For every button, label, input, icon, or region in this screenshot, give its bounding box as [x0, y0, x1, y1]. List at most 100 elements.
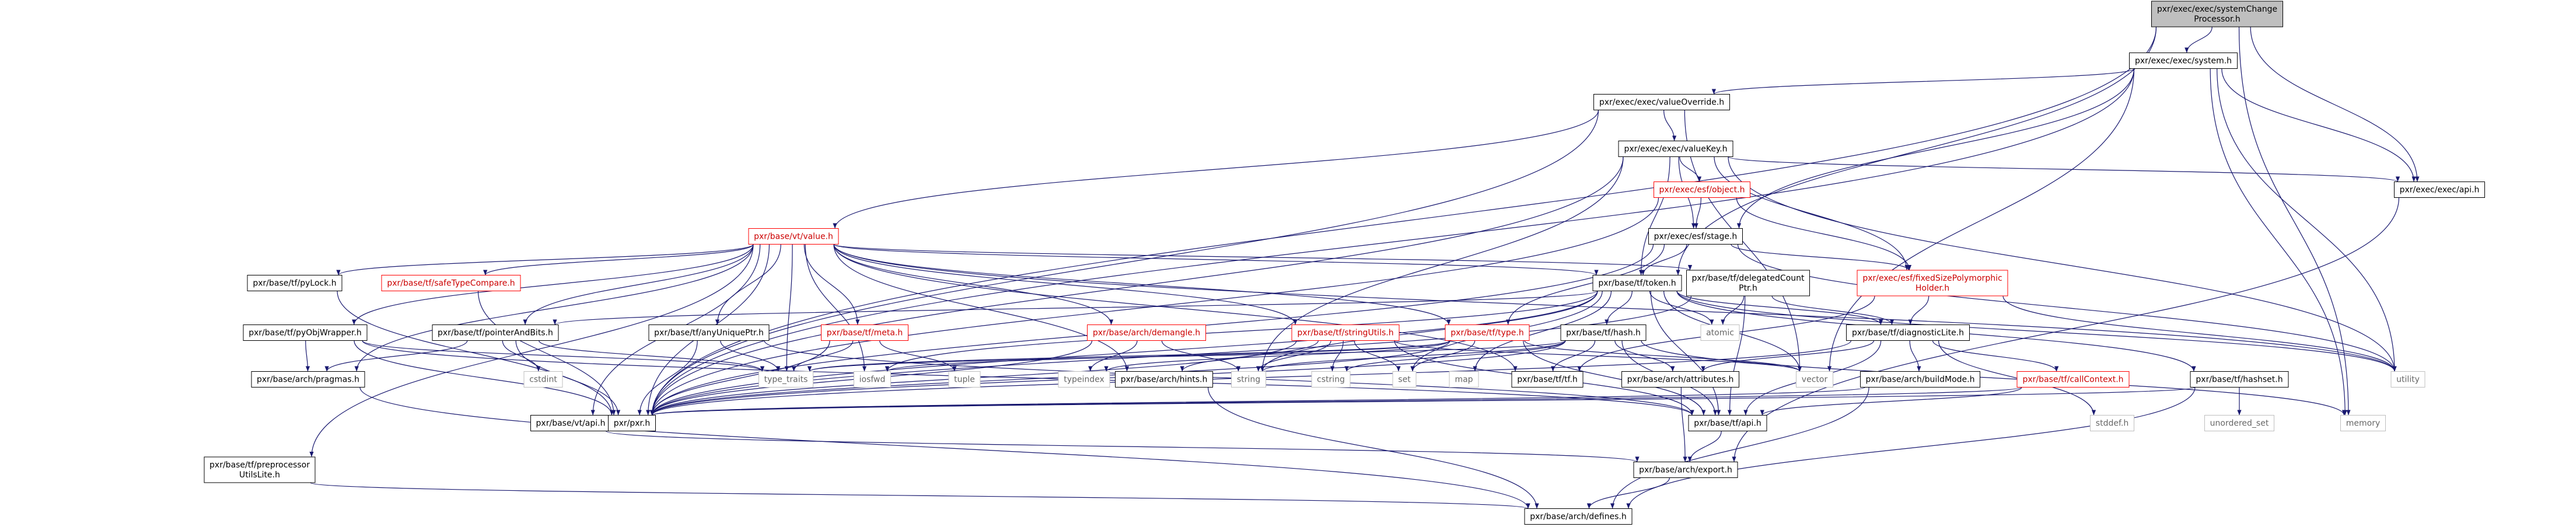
node-archPragmas[interactable]: pxr/base/arch/pragmas.h: [251, 371, 365, 388]
node-archHints[interactable]: pxr/base/arch/hints.h: [1115, 371, 1213, 388]
node-label: pxr/base/tf/pyLock.h: [253, 279, 336, 288]
node-label: utility: [2396, 375, 2420, 385]
edge-hashset-to-pxrH: [650, 386, 2196, 416]
node-unorderedSet[interactable]: unordered_set: [2204, 415, 2274, 431]
node-stringStd[interactable]: string: [1231, 371, 1266, 388]
node-tfMeta[interactable]: pxr/base/tf/meta.h: [821, 324, 908, 341]
node-box: [2129, 53, 2238, 69]
node-safeTypeCompare[interactable]: pxr/base/tf/safeTypeCompare.h: [381, 275, 521, 291]
node-demangle[interactable]: pxr/base/arch/demangle.h: [1087, 324, 1206, 341]
node-box: [759, 371, 813, 388]
node-fixedSize[interactable]: pxr/exec/esf/fixedSizePolymorphicHolder.…: [1857, 270, 2008, 296]
edge-pointerAndBits-to-cstdint: [502, 340, 541, 372]
node-execApi[interactable]: pxr/exec/exec/api.h: [2394, 182, 2485, 198]
edge-diagnosticLite-to-archAttributes: [1701, 340, 1875, 372]
edge-safeTypeCompare-to-pxrH: [477, 291, 616, 416]
node-label: pxr/base/tf/preprocessor: [209, 460, 310, 470]
node-typeTraits[interactable]: type_traits: [759, 371, 813, 388]
node-box: [748, 228, 839, 245]
edge-tfToken-to-iosfwd: [885, 291, 1598, 372]
edge-vtValue-to-demangle: [833, 244, 1114, 325]
node-label: pxr/base/tf/anyUniquePtr.h: [654, 329, 764, 338]
node-tuple[interactable]: tuple: [948, 371, 981, 388]
node-box: [1445, 324, 1530, 341]
node-valueOverride[interactable]: pxr/exec/exec/valueOverride.h: [1593, 94, 1730, 110]
edge-hashset-to-archDefines: [1626, 387, 2196, 509]
node-diagnosticLite[interactable]: pxr/base/tf/diagnosticLite.h: [1846, 324, 1970, 341]
node-label: pxr/exec/exec/valueOverride.h: [1599, 98, 1724, 107]
node-atomic[interactable]: atomic: [1700, 324, 1740, 341]
node-box: [2016, 371, 2130, 388]
node-pointerAndBits[interactable]: pxr/base/tf/pointerAndBits.h: [432, 324, 559, 341]
node-archAttributes[interactable]: pxr/base/arch/attributes.h: [1621, 371, 1739, 388]
edge-tfType-to-set: [1410, 340, 1476, 372]
node-iosfwd[interactable]: iosfwd: [854, 371, 891, 388]
node-stddef[interactable]: stddef.h: [2090, 415, 2134, 431]
edge-systemChangeProcessor-to-tfToken: [1676, 26, 2157, 275]
node-label: vector: [1802, 375, 1828, 385]
node-tfH[interactable]: pxr/base/tf/tf.h: [1511, 371, 1584, 388]
edge-system-to-pxrH: [649, 68, 2135, 416]
edge-tfToken-to-stringStd: [1260, 291, 1598, 372]
node-tfApi[interactable]: pxr/base/tf/api.h: [1688, 415, 1767, 431]
edge-system-to-memory: [2210, 68, 2347, 416]
node-label: Ptr.h: [1739, 284, 1757, 293]
edge-pointerAndBits-to-archPragmas: [324, 340, 468, 372]
node-archDefines[interactable]: pxr/base/arch/defines.h: [1524, 508, 1633, 525]
edge-delegatedCount-to-pxrH: [650, 295, 1692, 416]
edge-tfApi-to-archExport: [1687, 431, 1722, 462]
node-vtApi[interactable]: pxr/base/vt/api.h: [530, 415, 611, 431]
node-cstdint[interactable]: cstdint: [523, 371, 563, 388]
node-box: [854, 371, 891, 388]
node-hashset[interactable]: pxr/base/tf/hashset.h: [2190, 371, 2289, 388]
node-tfType[interactable]: pxr/base/tf/type.h: [1445, 324, 1530, 341]
node-anyUniquePtr[interactable]: pxr/base/tf/anyUniquePtr.h: [648, 324, 770, 341]
edge-vtValue-to-utility: [833, 244, 2397, 372]
node-valueKey[interactable]: pxr/exec/exec/valueKey.h: [1618, 141, 1733, 157]
edge-tfToken-to-utility: [1676, 291, 2397, 372]
node-box: [204, 456, 316, 483]
node-archExport[interactable]: pxr/base/arch/export.h: [1633, 462, 1738, 478]
edge-vtValue-to-typeTraits: [784, 244, 793, 372]
node-buildMode[interactable]: pxr/base/arch/buildMode.h: [1860, 371, 1980, 388]
edge-esfStage-to-tfToken: [1641, 244, 1687, 275]
node-pyObjWrapper[interactable]: pxr/base/tf/pyObjWrapper.h: [243, 324, 368, 341]
node-callContext[interactable]: pxr/base/tf/callContext.h: [2016, 371, 2130, 388]
edge-pyLock-to-pxrH: [337, 291, 614, 416]
node-set[interactable]: set: [1392, 371, 1417, 388]
edge-tfHash-to-memory: [1641, 340, 2346, 416]
node-label: pxr/exec/exec/valueKey.h: [1624, 145, 1727, 154]
edge-tfToken-to-atomic: [1649, 291, 1714, 325]
node-pxrH[interactable]: pxr/pxr.h: [608, 415, 656, 431]
node-label: pxr/base/arch/defines.h: [1530, 512, 1626, 522]
node-vtValue[interactable]: pxr/base/vt/value.h: [748, 228, 839, 245]
node-label: pxr/base/vt/value.h: [754, 232, 833, 242]
node-esfObject[interactable]: pxr/exec/esf/object.h: [1654, 182, 1750, 198]
node-esfStage[interactable]: pxr/exec/esf/stage.h: [1648, 228, 1743, 245]
edge-delegatedCount-to-atomic: [1721, 295, 1745, 325]
edge-esfStage-to-utility: [1737, 244, 2397, 372]
node-memory[interactable]: memory: [2340, 415, 2386, 431]
node-system[interactable]: pxr/exec/exec/system.h: [2129, 53, 2238, 69]
node-typeindex[interactable]: typeindex: [1058, 371, 1110, 388]
edge-valueOverride-to-pxrH: [649, 110, 1599, 416]
node-pyLock[interactable]: pxr/base/tf/pyLock.h: [247, 275, 342, 291]
node-utility[interactable]: utility: [2390, 371, 2425, 388]
node-map[interactable]: map: [1449, 371, 1479, 388]
edge-archPragmas-to-archDefines: [359, 387, 1530, 509]
node-tfHash[interactable]: pxr/base/tf/hash.h: [1560, 324, 1647, 341]
edge-tfMeta-to-pxrH: [649, 340, 830, 416]
node-cstring[interactable]: cstring: [1311, 371, 1351, 388]
node-box: [2204, 415, 2274, 431]
node-label: pxr/base/tf/meta.h: [827, 329, 903, 338]
node-label: pxr/exec/esf/fixedSizePolymorphic: [1862, 274, 2002, 283]
node-label: pxr/base/tf/callContext.h: [2022, 375, 2123, 385]
node-label: pxr/base/tf/token.h: [1598, 279, 1676, 288]
node-vector[interactable]: vector: [1796, 371, 1833, 388]
node-tfToken[interactable]: pxr/base/tf/token.h: [1592, 275, 1682, 291]
edge-tfToken-to-tfHash: [1605, 291, 1633, 325]
node-stringUtils[interactable]: pxr/base/tf/stringUtils.h: [1291, 324, 1400, 341]
